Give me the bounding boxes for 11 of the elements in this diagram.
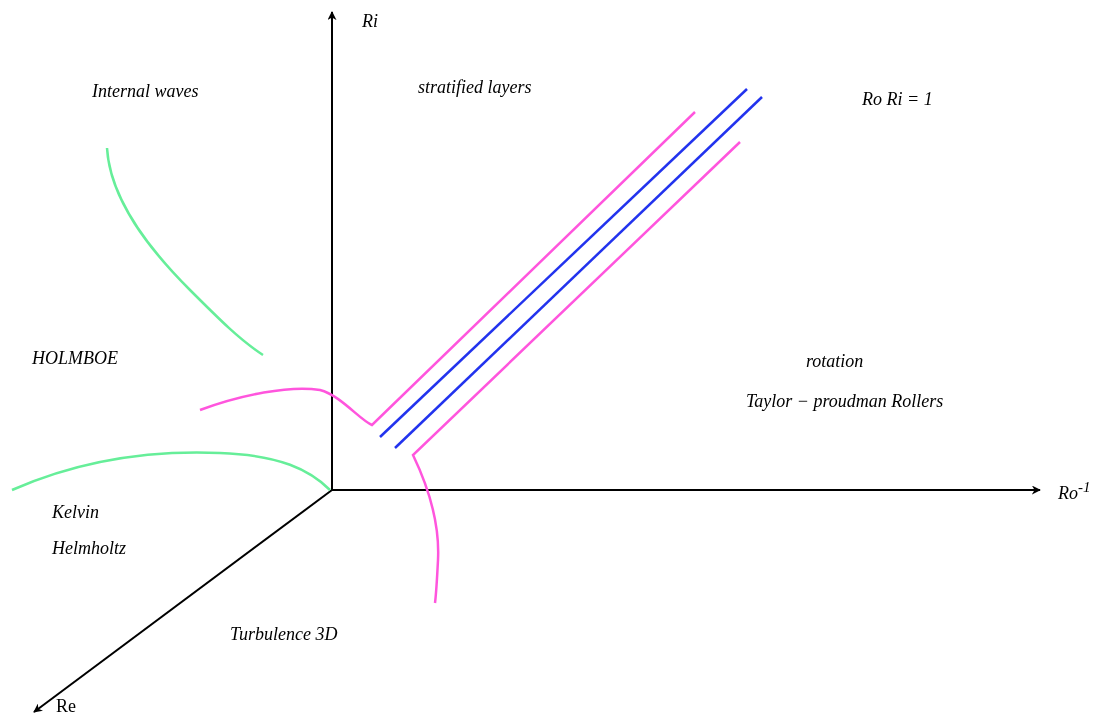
axis-label: Re: [56, 695, 76, 717]
region-label: Internal waves: [92, 80, 199, 102]
region-label: Turbulence 3D: [230, 623, 338, 645]
region-label: Taylor − proudman Rollers: [746, 390, 944, 412]
axis-label: Ro$^{-1}$: [1058, 478, 1091, 504]
region-label: Kelvin Helmholtz: [52, 501, 127, 560]
axis-label: Ri: [362, 10, 378, 32]
region-label: stratified layers: [418, 76, 532, 98]
region-label: rotation: [806, 350, 864, 372]
region-label: HOLMBOE: [32, 347, 118, 369]
curve-label: Ro Ri = 1: [862, 88, 933, 110]
